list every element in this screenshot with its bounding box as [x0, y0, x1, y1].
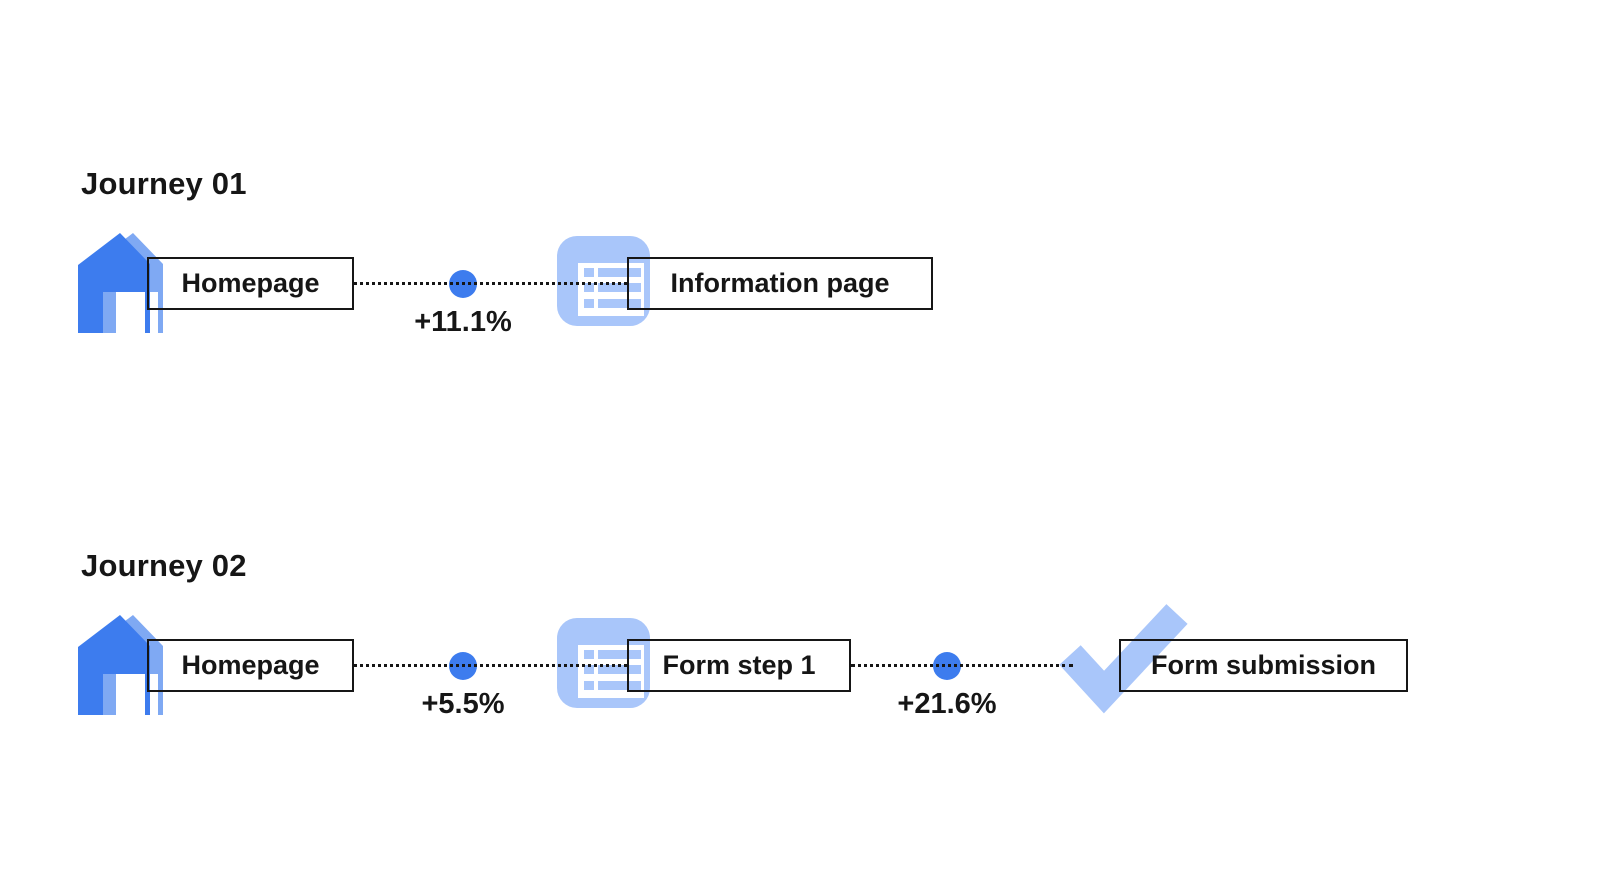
information-page-icon — [557, 236, 650, 326]
step-label-box: Homepage — [147, 257, 354, 310]
connector-dotted-line — [354, 664, 627, 667]
information-page-icon — [557, 618, 650, 708]
journey-title: Journey 02 — [81, 547, 247, 583]
step-label-box: Homepage — [147, 639, 354, 692]
home-icon — [78, 233, 163, 333]
connector-dotted-line — [354, 282, 627, 285]
transition-percentage: +5.5% — [421, 688, 505, 720]
transition-percentage: +11.1% — [414, 306, 512, 338]
step-label: Form step 1 — [662, 650, 816, 680]
step-label: Homepage — [181, 650, 320, 680]
step-label-box: Information page — [627, 257, 933, 310]
step-label: Form submission — [1150, 650, 1377, 680]
connector-dotted-line — [851, 664, 1073, 667]
journey-title: Journey 01 — [81, 165, 247, 201]
step-label: Information page — [670, 268, 890, 298]
transition-percentage: +21.6% — [897, 688, 997, 720]
home-icon — [78, 615, 163, 715]
step-label-box: Form step 1 — [627, 639, 851, 692]
step-label-box: Form submission — [1119, 639, 1408, 692]
step-label: Homepage — [181, 268, 320, 298]
